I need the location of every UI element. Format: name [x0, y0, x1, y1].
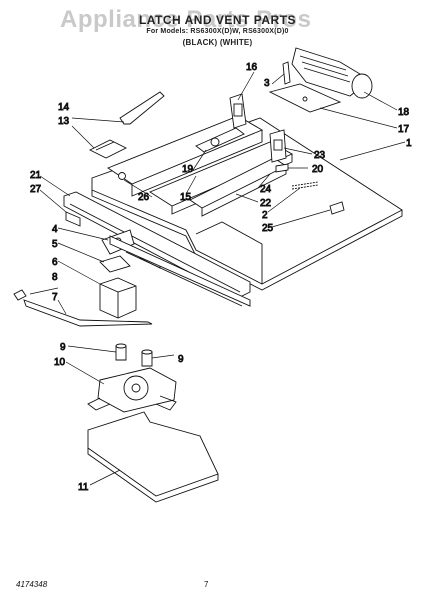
lower-rail-part-2 [125, 251, 243, 307]
callout-10: 10 [54, 357, 66, 368]
part-16-window [233, 103, 243, 117]
models-line: For Models: RS6300X(D)W, RS6300X(D)0 [146, 28, 289, 35]
callout-21: 21 [30, 170, 42, 181]
part-2-strip [291, 181, 319, 190]
part-17-hole [302, 96, 308, 102]
callout-11: 11 [78, 482, 89, 493]
part-7-rod [23, 299, 153, 327]
callout-15: 15 [180, 192, 192, 203]
leader-lines [29, 71, 406, 486]
callout-18: 18 [398, 107, 410, 118]
callout-labels: 1 2 3 4 5 6 8 7 9 9 10 11 13 14 15 16 17… [30, 62, 413, 494]
part-10-arm-2 [155, 395, 177, 411]
top-panel-cutout [195, 221, 263, 284]
callout-2: 2 [262, 210, 268, 221]
callout-26: 26 [138, 192, 150, 203]
callout-22: 22 [260, 198, 272, 209]
part-3 [282, 61, 291, 85]
vent-channel-wall [131, 130, 263, 197]
part-25 [329, 201, 345, 215]
part-13 [88, 139, 128, 159]
part-11-edge [87, 448, 219, 503]
part-13-rib [95, 141, 115, 151]
part-18-cap [351, 73, 373, 99]
part-18-body [291, 47, 371, 97]
part-9-left-top [115, 343, 127, 349]
vent-duct-part [195, 127, 245, 153]
callout-8: 8 [52, 272, 58, 283]
front-rail-inner [69, 203, 241, 293]
part-23-window [273, 139, 283, 151]
callout-7: 7 [52, 292, 58, 303]
callout-27: 27 [30, 184, 42, 195]
part-11 [87, 411, 219, 497]
lower-rail-part [109, 235, 251, 307]
screw-26 [118, 172, 126, 180]
part-8 [13, 289, 27, 301]
part-9-right-top [141, 349, 153, 355]
callout-25: 25 [262, 223, 274, 234]
part-10-arm [87, 397, 111, 411]
callout-20: 20 [312, 164, 324, 175]
callout-4: 4 [52, 224, 58, 235]
callout-3: 3 [264, 78, 270, 89]
front-rail-slot [65, 211, 81, 227]
callout-1: 1 [406, 138, 412, 149]
part-5 [99, 255, 131, 273]
callout-24: 24 [260, 184, 272, 195]
part-18-stripes [299, 55, 351, 83]
part-20 [275, 163, 289, 173]
callout-19: 19 [182, 164, 194, 175]
diagram-title: LATCH AND VENT PARTS [138, 13, 297, 27]
part-6-top [99, 283, 137, 318]
callout-13: 13 [58, 116, 70, 127]
callout-5: 5 [52, 239, 58, 250]
callout-6: 6 [52, 257, 58, 268]
colors-line: (BLACK) (WHITE) [182, 38, 253, 47]
callout-9-left: 9 [60, 342, 66, 353]
front-rail-part [63, 191, 251, 299]
watermark: Appliance Parts Pros [60, 6, 312, 33]
page-number: 7 [204, 580, 209, 589]
document-number: 4174348 [16, 580, 48, 589]
callout-17: 17 [398, 124, 410, 135]
callout-9-right: 9 [178, 354, 184, 365]
callout-23: 23 [314, 150, 326, 161]
duct-hole [210, 137, 220, 147]
part-14 [119, 91, 165, 125]
callout-16: 16 [246, 62, 258, 73]
callout-14: 14 [58, 102, 70, 113]
part-10-hub [131, 383, 141, 393]
